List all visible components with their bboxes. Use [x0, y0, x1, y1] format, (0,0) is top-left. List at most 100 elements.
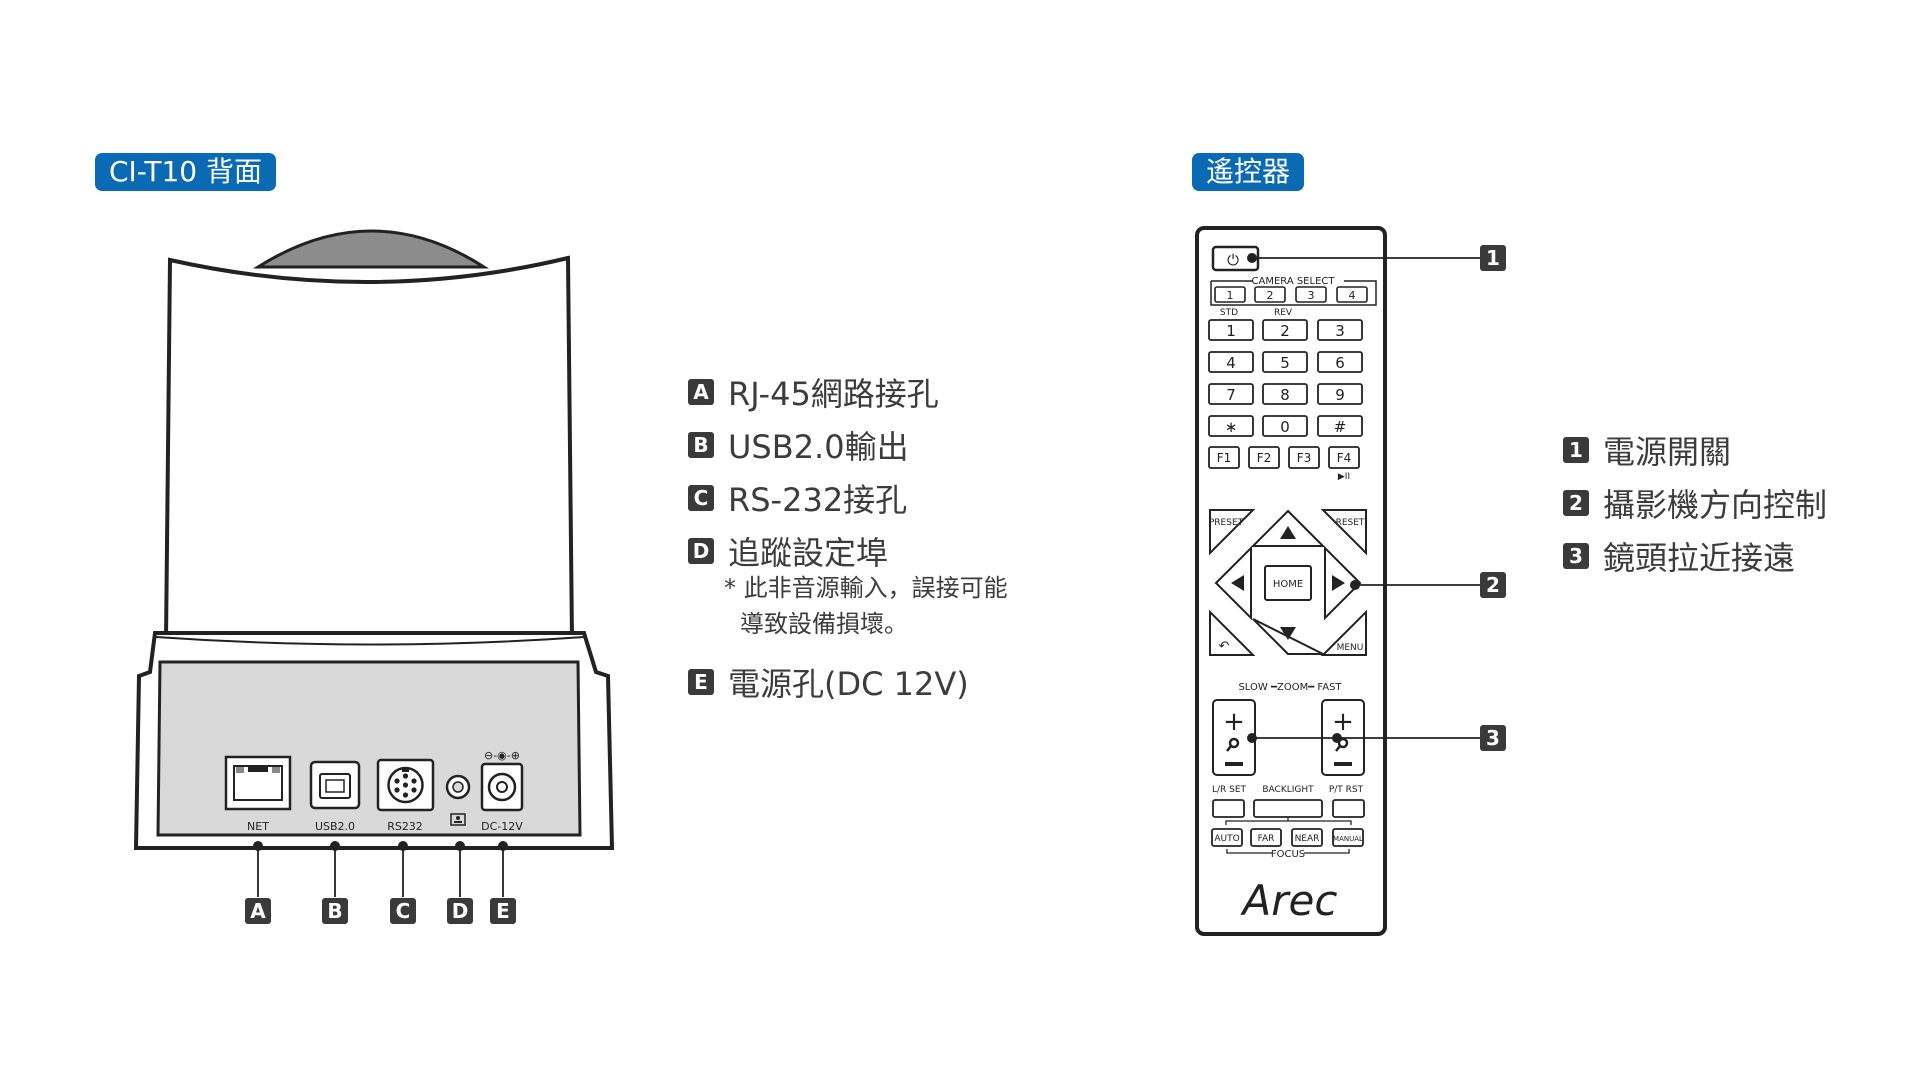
num-key-7: 7: [1226, 386, 1236, 404]
port-label-dc: DC-12V: [481, 820, 523, 833]
legend-key-c: C: [688, 485, 714, 511]
f4-key: F4: [1337, 451, 1352, 465]
arrow-left-icon: [1231, 575, 1244, 591]
home-label: HOME: [1273, 579, 1303, 590]
legend-text-1: 電源開關: [1603, 433, 1732, 471]
legend-key-a: A: [688, 379, 714, 405]
remote-control-diagram: ⏻ CAMERA SELECT 1 2 3 4 STD REV 1 2 3 4 …: [1195, 226, 1480, 936]
callout-d: D: [447, 898, 473, 924]
camera-rear-diagram: ⊖-◉-⊕ NET USB2.0 RS232 DC-12V: [133, 229, 615, 897]
focus-auto-key: AUTO: [1214, 834, 1239, 844]
num-key-9: 9: [1335, 386, 1345, 404]
port-label-rs232: RS232: [387, 820, 423, 833]
camera-select-label: CAMERA SELECT: [1252, 276, 1336, 287]
legend-key-b: B: [688, 432, 714, 458]
zoom-slow-plus-icon: +: [1223, 707, 1245, 737]
f3-key: F3: [1297, 451, 1312, 465]
num-key-8: 8: [1280, 386, 1290, 404]
play-pause-label: ▶II: [1338, 472, 1350, 482]
back-icon: ↶: [1219, 639, 1230, 654]
svg-text:⊖-◉-⊕: ⊖-◉-⊕: [484, 749, 520, 762]
legend-text-2: 攝影機方向控制: [1603, 486, 1828, 524]
focus-label: FOCUS: [1271, 849, 1305, 860]
legend-key-1: 1: [1563, 437, 1589, 463]
legend-key-d: D: [688, 538, 714, 564]
legend-text-b: USB2.0輸出: [728, 428, 909, 466]
legend-text-e: 電源孔(DC 12V): [728, 665, 969, 703]
legend-item-d: D 追蹤設定埠: [688, 528, 888, 574]
port-label-net: NET: [247, 820, 269, 833]
camera-key-3: 3: [1308, 289, 1315, 302]
callout-a: A: [245, 898, 271, 924]
focus-far-key: FAR: [1258, 834, 1275, 844]
warning-note-line2: 導致設備損壞。: [740, 610, 908, 638]
camera-key-2: 2: [1267, 289, 1274, 302]
std-label: STD: [1220, 308, 1238, 318]
num-key-0: 0: [1280, 418, 1290, 436]
power-icon: ⏻: [1227, 251, 1239, 269]
menu-label: MENU: [1337, 643, 1364, 653]
dc-power-port: ⊖-◉-⊕: [480, 749, 524, 812]
callout-3: 3: [1480, 725, 1506, 751]
num-key-3: 3: [1335, 322, 1345, 340]
legend-item-3: 3 鏡頭拉近接遠: [1563, 533, 1795, 579]
brand-logo: Arec: [1240, 876, 1338, 925]
callout-c: C: [390, 898, 416, 924]
f2-key: F2: [1257, 451, 1272, 465]
callout-1: 1: [1480, 245, 1506, 271]
legend-item-1: 1 電源開關: [1563, 427, 1731, 473]
tracking-port: [445, 774, 471, 826]
callout-2: 2: [1480, 572, 1506, 598]
arrow-right-icon: [1332, 575, 1345, 591]
num-key-star: ∗: [1225, 418, 1238, 436]
rs232-port: [376, 758, 435, 812]
usb-port: [309, 760, 361, 810]
warning-note-line1: * 此非音源輸入，誤接可能: [724, 574, 1008, 602]
focus-manual-key: MANUAL: [1333, 835, 1363, 843]
zoom-label: SLOW ━ZOOM━ FAST: [1238, 682, 1342, 693]
num-key-1: 1: [1226, 322, 1236, 340]
zoom-buttons: [1212, 699, 1365, 776]
num-key-4: 4: [1226, 354, 1236, 372]
rj45-port: [224, 755, 292, 811]
legend-key-2: 2: [1563, 490, 1589, 516]
camera-dome: [252, 229, 490, 269]
legend-key-e: E: [688, 669, 714, 695]
rev-label: REV: [1274, 308, 1293, 318]
legend-item-e: E 電源孔(DC 12V): [688, 659, 969, 705]
legend-key-3: 3: [1563, 543, 1589, 569]
camera-key-1: 1: [1227, 289, 1234, 302]
direction-pad: [1209, 509, 1367, 656]
reset-label: RESET: [1336, 518, 1365, 528]
camera-select-keys: 1 2 3 4: [1214, 286, 1368, 303]
legend-text-a: RJ-45網路接孔: [728, 375, 939, 413]
num-key-hash: #: [1334, 418, 1347, 436]
number-keypad: [1208, 319, 1363, 437]
remote-title: 遙控器: [1192, 153, 1305, 191]
camera-body: [163, 255, 575, 642]
f1-key: F1: [1217, 451, 1232, 465]
num-key-5: 5: [1280, 354, 1290, 372]
pt-rst-label: P/T RST: [1329, 785, 1364, 795]
num-key-2: 2: [1280, 322, 1290, 340]
preset-label: PRESET: [1209, 518, 1244, 528]
lr-set-label: L/R SET: [1212, 785, 1247, 795]
power-button: ⏻: [1211, 245, 1260, 272]
arrow-down-icon: [1280, 627, 1296, 640]
camera-rear-title: CI-T10 背面: [95, 153, 276, 191]
callout-e: E: [490, 898, 516, 924]
callout-b: B: [322, 898, 348, 924]
legend-item-c: C RS-232接孔: [688, 475, 907, 521]
arrow-up-icon: [1280, 526, 1296, 539]
zoom-fast-plus-icon: +: [1332, 707, 1354, 737]
num-key-6: 6: [1335, 354, 1345, 372]
legend-item-2: 2 攝影機方向控制: [1563, 480, 1827, 526]
focus-near-key: NEAR: [1295, 834, 1320, 844]
camera-key-4: 4: [1349, 289, 1356, 302]
backlight-label: BACKLIGHT: [1262, 785, 1314, 795]
legend-item-b: B USB2.0輸出: [688, 422, 909, 468]
legend-item-a: A RJ-45網路接孔: [688, 369, 939, 415]
legend-text-3: 鏡頭拉近接遠: [1603, 539, 1796, 577]
legend-text-c: RS-232接孔: [728, 481, 908, 519]
legend-text-d: 追蹤設定埠: [728, 534, 889, 572]
